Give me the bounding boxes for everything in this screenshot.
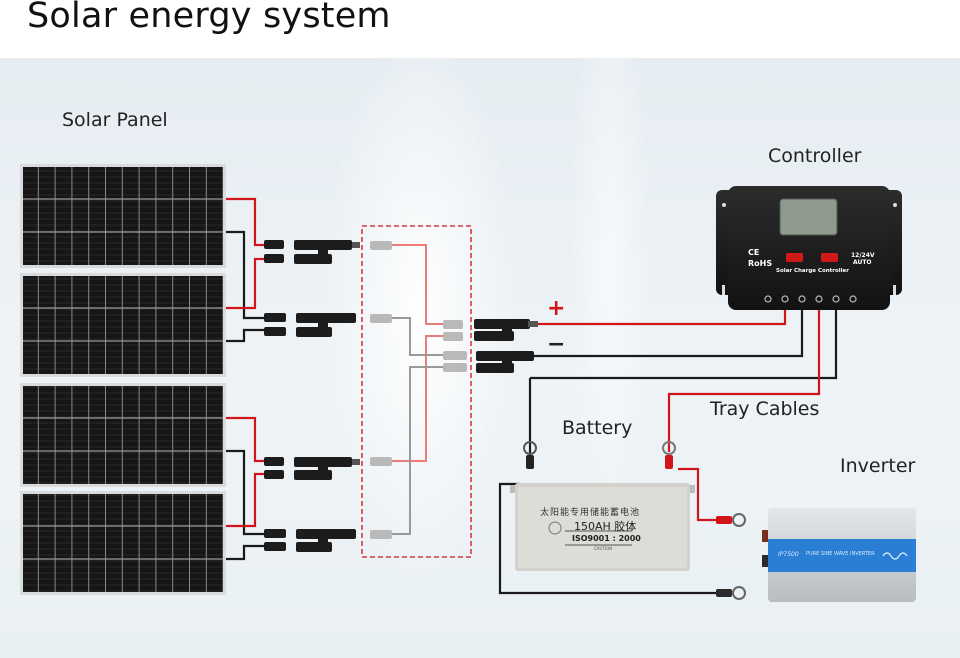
mc4-branch-connectors-right	[474, 319, 538, 373]
label-controller: Controller	[768, 145, 862, 167]
ring-terminal-battery-positive	[662, 441, 676, 469]
ring-terminal-battery-negative	[523, 441, 537, 469]
label-solar-panel: Solar Panel	[62, 109, 168, 131]
controller-ce-mark: CE	[748, 248, 760, 257]
controller-button-right[interactable]	[821, 253, 838, 262]
label-tray-cables: Tray Cables	[710, 398, 820, 420]
solar-panel-3	[20, 383, 226, 487]
battery-standard: ISO9001 : 2000	[572, 534, 641, 543]
combiner-dashed-box	[361, 225, 472, 558]
controller-mode: AUTO	[853, 259, 872, 266]
controller-button-left[interactable]	[786, 253, 803, 262]
solar-panel-1	[20, 164, 226, 268]
mc4-branch-connectors-left	[264, 240, 360, 552]
label-negative: −	[547, 332, 566, 357]
y-connector-3	[264, 457, 360, 480]
battery-label-line1: 太阳能专用储能蓄电池	[540, 508, 641, 518]
combiner-wires	[390, 244, 445, 535]
charge-controller	[716, 186, 902, 310]
y-connector-2	[264, 313, 356, 337]
combiner-faded-connectors	[370, 241, 467, 539]
solar-panel-2	[20, 273, 226, 377]
solar-panel-array	[20, 164, 226, 595]
y-connector-1	[264, 240, 360, 264]
controller-rohs-mark: RoHS	[748, 259, 773, 268]
battery	[510, 483, 695, 571]
controller-lcd	[779, 198, 838, 236]
controller-voltage: 12/24V	[851, 252, 875, 259]
battery-capacity: 150AH 胶体	[574, 520, 637, 533]
label-battery: Battery	[562, 417, 633, 439]
ring-terminal-inverter-negative	[716, 586, 746, 600]
page-title: Solar energy system	[27, 0, 391, 36]
panel-wires	[226, 197, 268, 561]
label-inverter: Inverter	[840, 455, 916, 477]
label-positive: +	[547, 296, 566, 321]
inverter-model: IP7500	[778, 551, 799, 558]
controller-name: Solar Charge Controller	[776, 268, 849, 274]
battery-caution: CAUTION	[594, 546, 613, 551]
y-connector-4	[264, 529, 356, 552]
ring-terminal-inverter-positive	[716, 513, 746, 527]
inverter	[762, 508, 916, 602]
solar-panel-4	[20, 491, 226, 595]
sine-wave-icon	[882, 552, 908, 560]
inverter-type: PURE SINE WAVE INVERTER	[806, 551, 875, 557]
controller-terminals	[764, 295, 857, 303]
